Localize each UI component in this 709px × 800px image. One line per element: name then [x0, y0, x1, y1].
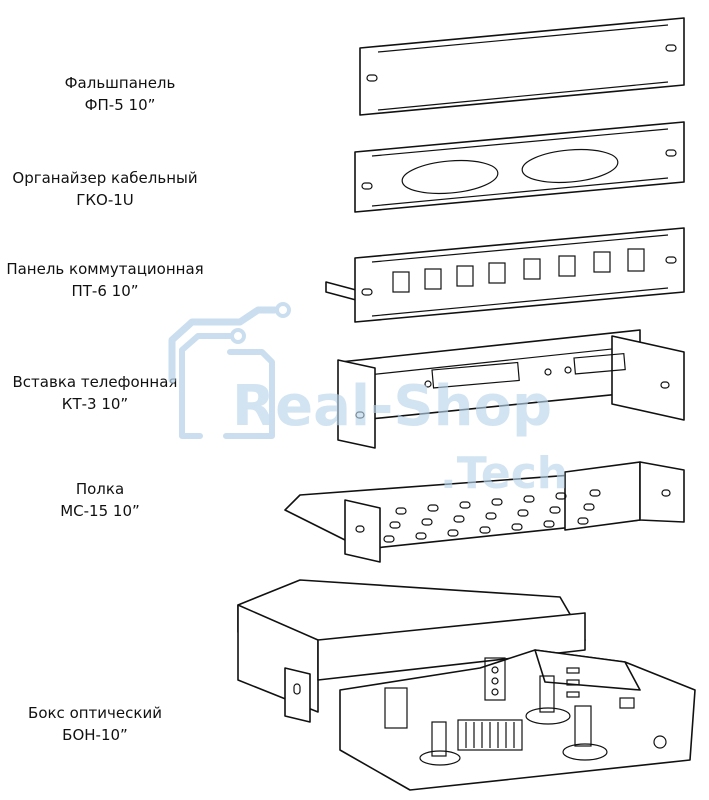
- watermark-text-line2: .Tech: [440, 448, 568, 499]
- phone-insert-drawing: [337, 329, 685, 449]
- label-phone-insert: Вставка телефонная КТ-3 10”: [0, 371, 190, 415]
- watermark-text-line1: Real-Shop: [232, 374, 552, 439]
- item-name: Фальшпанель: [64, 74, 176, 92]
- port-openings: [392, 248, 645, 293]
- fake-panel-drawing: [359, 17, 685, 116]
- item-model: МС-15 10”: [60, 502, 140, 520]
- watermark-logo-icon: [168, 302, 291, 439]
- optical-box-drawing: [237, 579, 696, 791]
- label-cable-organizer: Органайзер кабельный ГКО-1U: [0, 167, 210, 211]
- shelf-vent-slots: [383, 489, 601, 543]
- label-fake-panel: Фальшпанель ФП-5 10”: [20, 72, 220, 116]
- watermark: Real-Shop .Tech: [168, 302, 568, 499]
- label-shelf: Полка МС-15 10”: [20, 478, 180, 522]
- item-model: ПТ-6 10”: [71, 282, 139, 300]
- patch-panel-drawing: [325, 227, 685, 323]
- item-model: КТ-3 10”: [61, 395, 129, 413]
- box-inner-parts: [384, 657, 667, 766]
- item-name: Вставка телефонная: [12, 373, 178, 391]
- shelf-drawing: [284, 461, 685, 563]
- item-name: Полка: [75, 480, 125, 498]
- item-model: ФП-5 10”: [84, 96, 156, 114]
- item-name: Панель коммутационная: [6, 260, 204, 278]
- item-model: ГКО-1U: [76, 191, 134, 209]
- cable-organizer-drawing: [354, 121, 685, 213]
- item-model: БОН-10”: [62, 726, 128, 744]
- label-patch-panel: Панель коммутационная ПТ-6 10”: [0, 258, 210, 302]
- item-name: Бокс оптический: [28, 704, 162, 722]
- item-name: Органайзер кабельный: [12, 169, 198, 187]
- label-optical-box: Бокс оптический БОН-10”: [10, 702, 180, 746]
